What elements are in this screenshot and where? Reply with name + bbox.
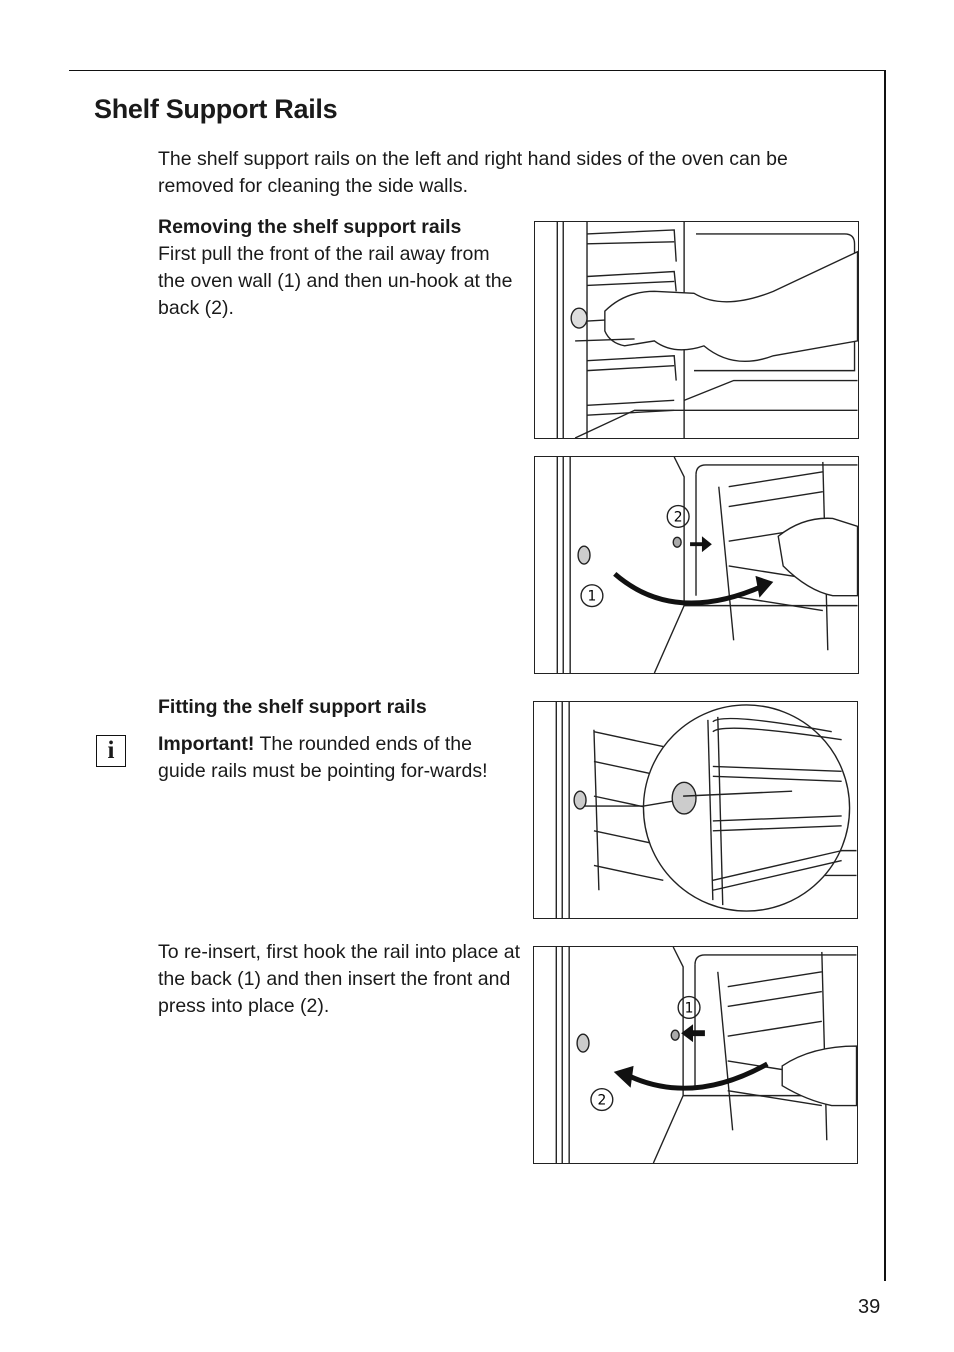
fitting-heading-block: Fitting the shelf support rails xyxy=(158,694,520,721)
reinsert-text: To re-insert, first hook the rail into p… xyxy=(158,941,520,1017)
info-icon: i xyxy=(96,735,126,767)
important-text: The rounded ends of the guide rails must… xyxy=(158,733,488,782)
removing-text: First pull the front of the rail away fr… xyxy=(158,243,513,319)
figure-pull-rail xyxy=(534,221,859,439)
removing-section: Removing the shelf support rails First p… xyxy=(158,214,520,322)
fig2-label-1: 1 xyxy=(588,589,597,605)
fig4-label-1: 1 xyxy=(685,1000,694,1016)
figure-rounded-ends xyxy=(533,701,858,919)
figure-reinsert-rail-drawing: 1 2 xyxy=(555,947,857,1163)
intro-paragraph: The shelf support rails on the left and … xyxy=(158,148,788,197)
figure-unhook-rail: 2 1 xyxy=(534,456,859,674)
figure-unhook-rail-drawing: 2 1 xyxy=(556,457,858,673)
important-label: Important! xyxy=(158,733,255,755)
removing-heading: Removing the shelf support rails xyxy=(158,216,462,238)
page-number: 39 xyxy=(858,1296,881,1318)
important-note: Important! The rounded ends of the guide… xyxy=(158,731,520,785)
fig4-label-2: 2 xyxy=(597,1093,606,1109)
fig2-label-2: 2 xyxy=(674,509,683,525)
right-rule xyxy=(884,70,886,1281)
figure-reinsert-rail: 1 2 xyxy=(533,946,858,1164)
top-rule xyxy=(69,70,886,71)
fitting-heading: Fitting the shelf support rails xyxy=(158,696,427,718)
figure-pull-rail-drawing xyxy=(556,222,858,438)
figure-rounded-ends-drawing xyxy=(555,702,857,918)
page-title: Shelf Support Rails xyxy=(94,94,338,124)
